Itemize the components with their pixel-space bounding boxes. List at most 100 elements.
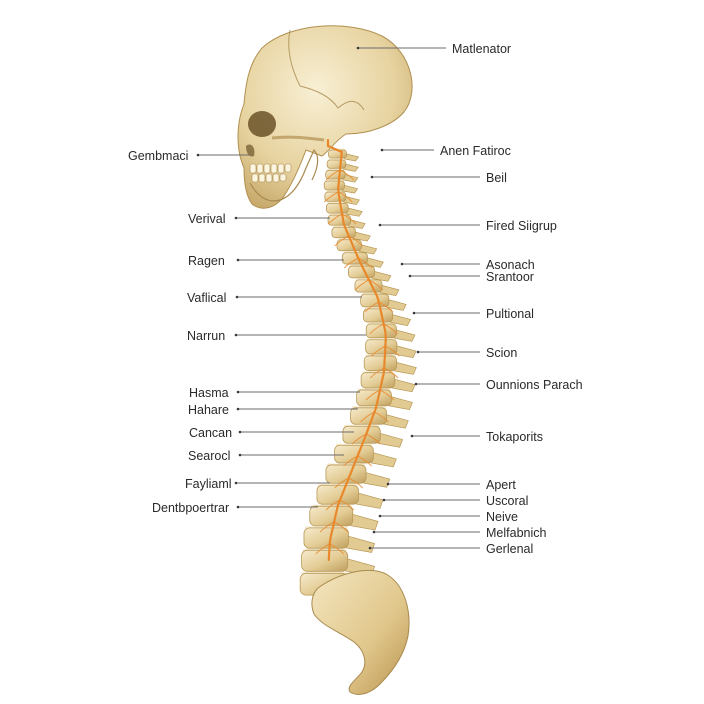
right-labels: Matlenator Anen Fatiroc Beil Fired Siigr…: [356, 42, 583, 556]
label-text: Asonach: [486, 258, 535, 272]
label-right-1: Matlenator: [356, 42, 511, 56]
label-text: Ragen: [188, 254, 225, 268]
label-left-8: Cancan: [189, 426, 354, 440]
label-text: Matlenator: [452, 42, 511, 56]
label-text: Verival: [188, 212, 226, 226]
label-text: Uscoral: [486, 494, 528, 508]
zygomatic-arch: [271, 135, 325, 142]
label-text: Fired Siigrup: [486, 219, 557, 233]
label-right-4: Fired Siigrup: [378, 219, 557, 233]
label-text: Cancan: [189, 426, 232, 440]
spinous-process: [394, 344, 417, 358]
nerve-branch: [354, 279, 384, 291]
label-left-6: Hasma: [189, 386, 360, 400]
label-text: Narrun: [187, 329, 225, 343]
nerve-branch: [371, 345, 400, 357]
nerve-branch: [343, 455, 372, 467]
label-text: Neive: [486, 510, 518, 524]
nasal-cavity: [246, 144, 255, 157]
nerve-branch: [334, 235, 364, 247]
vertebra: [323, 180, 345, 191]
vertebra: [348, 265, 375, 279]
label-text: Gembmaci: [128, 149, 188, 163]
spinous-process: [356, 492, 384, 509]
cranial-suture: [288, 29, 365, 111]
label-left-11: Dentbpoertrar: [152, 501, 318, 515]
nerve-branch: [343, 257, 373, 269]
label-text: Hahare: [188, 403, 229, 417]
nerve-branch: [327, 213, 357, 225]
nerve-branch: [351, 433, 381, 445]
label-right-5: Asonach: [400, 258, 535, 272]
spinous-process: [394, 329, 416, 342]
spinal-cord: [326, 138, 387, 562]
spinous-process: [346, 535, 376, 553]
spinous-process: [389, 395, 413, 410]
eye-socket: [248, 111, 276, 137]
label-left-9: Searocl: [188, 449, 344, 463]
label-text: Ounnions Parach: [486, 378, 583, 392]
vertebra: [303, 527, 349, 549]
vertebra: [365, 339, 398, 355]
nerve-branch: [325, 499, 355, 511]
label-left-7: Hahare: [188, 403, 358, 417]
nerve-branch: [319, 521, 349, 533]
label-text: Hasma: [189, 386, 229, 400]
nerve-branch: [365, 389, 395, 401]
label-right-9: Ounnions Parach: [414, 378, 583, 392]
label-right-10: Tokaporits: [410, 430, 543, 444]
vertebra: [356, 389, 392, 407]
spinous-process: [370, 451, 397, 468]
label-right-2: Anen Fatiroc: [380, 144, 511, 158]
sacrum-coccyx: [311, 570, 410, 695]
upper-teeth: [249, 163, 292, 174]
vertebra: [360, 372, 396, 389]
label-text: Pultional: [486, 307, 534, 321]
nerve-branches: [315, 169, 400, 555]
label-text: Fayliaml: [185, 477, 232, 491]
label-right-13: Neive: [378, 510, 518, 524]
vertebra: [326, 202, 349, 214]
label-text: Tokaporits: [486, 430, 543, 444]
label-text: Gerlenal: [486, 542, 533, 556]
vertebra: [331, 226, 356, 239]
label-text: Beil: [486, 171, 507, 185]
label-right-15: Gerlenal: [368, 542, 533, 556]
label-text: Dentbpoertrar: [152, 501, 229, 515]
nerve-branch: [325, 169, 355, 181]
vertebra: [309, 505, 354, 527]
skull: [237, 25, 413, 209]
nerve-branch: [360, 411, 389, 423]
label-right-14: Melfabnich: [372, 526, 546, 540]
vertebra: [365, 323, 397, 339]
label-right-11: Apert: [386, 478, 516, 492]
nerve-branch: [369, 323, 398, 335]
label-text: Melfabnich: [486, 526, 546, 540]
label-text: Apert: [486, 478, 516, 492]
vertebra: [350, 407, 388, 425]
label-right-6: Srantoor: [408, 270, 534, 284]
spinous-process: [363, 471, 391, 488]
vertebra: [325, 464, 367, 484]
label-left-1: Gembmaci: [128, 149, 250, 163]
nerve-branch: [369, 367, 399, 379]
vertebra: [342, 425, 381, 444]
nerve-branch: [315, 543, 345, 555]
mandible: [249, 148, 319, 202]
vertebra: [334, 444, 374, 464]
vertebra: [363, 355, 398, 372]
vertebra: [341, 252, 368, 265]
vertebra: [326, 159, 347, 169]
label-right-7: Pultional: [412, 307, 534, 321]
vertebral-bodies: [299, 149, 398, 596]
spinous-process: [394, 361, 417, 375]
label-text: Vaflical: [187, 291, 226, 305]
nerve-branch: [334, 477, 364, 489]
label-text: Anen Fatiroc: [440, 144, 511, 158]
label-left-2: Verival: [188, 212, 330, 226]
label-left-5: Narrun: [187, 329, 366, 343]
left-labels: Gembmaci Verival Ragen Vaflical Narrun H…: [128, 149, 366, 515]
label-right-8: Scion: [416, 346, 517, 360]
lower-teeth: [251, 173, 287, 183]
